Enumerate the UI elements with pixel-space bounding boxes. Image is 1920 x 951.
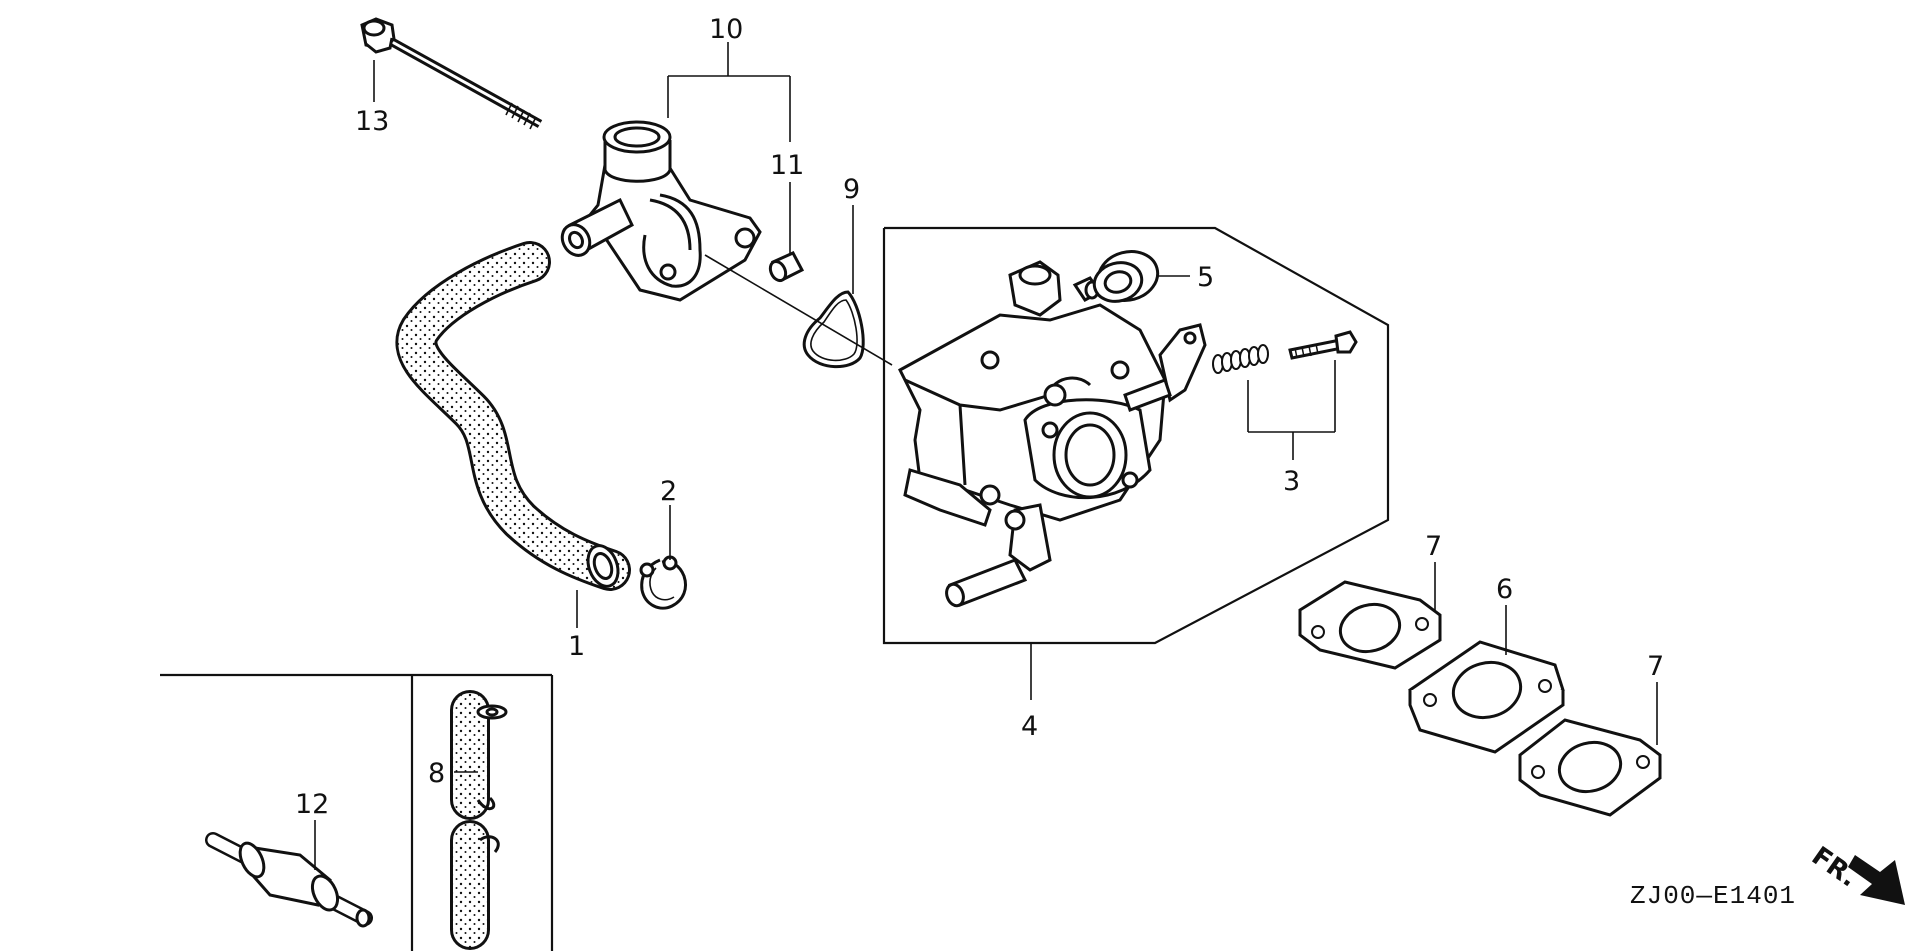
callout-8: 8 [428,758,445,789]
callout-7-upper: 7 [1425,531,1442,562]
optional-parts-panel [160,673,554,951]
fuel-tube-part-8 [450,690,508,950]
water-hose-part-1 [395,241,631,591]
diagram-code: ZJ00—E1401 [1630,881,1796,911]
carburetor-assembly-outline [882,226,1390,645]
callout-11: 11 [770,150,804,181]
callout-1: 1 [568,631,585,662]
o-ring-part-9 [802,290,865,369]
front-direction-arrow-icon [1848,855,1905,905]
carburetor-part-4 [898,260,1207,608]
bolt-part-13 [360,17,543,130]
gasket-part-7-upper [1298,580,1442,670]
callout-13: 13 [355,106,389,137]
seal-part-5 [1092,250,1160,303]
water-outlet-part-10 [560,120,762,302]
callout-labels: 1 2 3 4 5 6 7 7 8 9 10 11 12 13 [295,14,1664,820]
callout-12: 12 [295,789,329,820]
spring-screw-part-3 [1212,330,1358,374]
callout-9: 9 [843,174,860,205]
callout-4: 4 [1021,711,1038,742]
hose-clamp-part-2 [639,555,687,610]
leader-lines [314,42,1658,870]
fuel-filter-part-12 [205,832,373,928]
callout-7-lower: 7 [1647,651,1664,682]
callout-3: 3 [1283,466,1300,497]
callout-2: 2 [660,476,677,507]
insulator-part-6 [1408,640,1565,754]
callout-6: 6 [1496,574,1513,605]
gasket-part-7-lower [1518,718,1662,817]
dowel-pin-part-11 [768,251,805,283]
callout-10: 10 [709,14,743,45]
callout-5: 5 [1197,262,1214,293]
front-label: FR. [1806,841,1863,893]
